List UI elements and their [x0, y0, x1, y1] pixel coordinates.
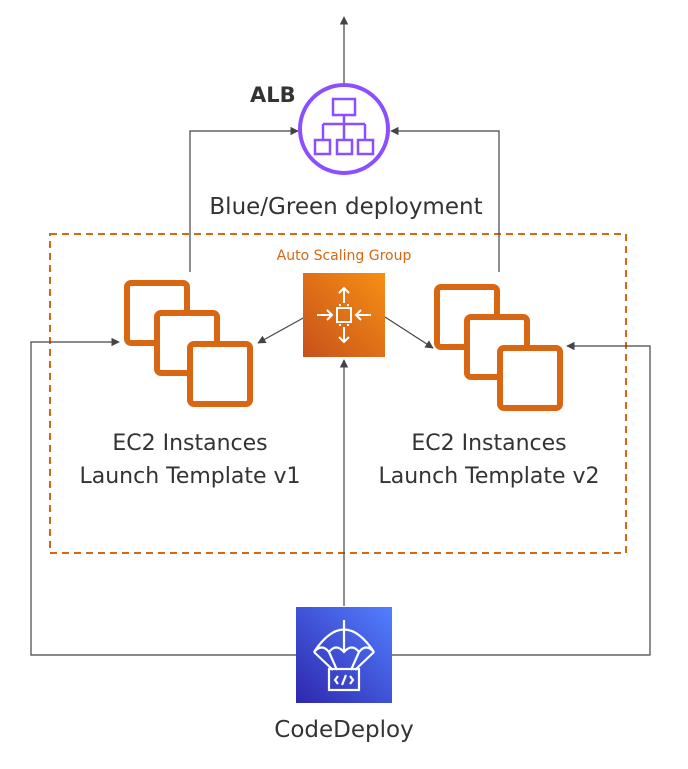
ec2-right-line2: Launch Template v2	[378, 464, 600, 489]
codedeploy-icon[interactable]	[296, 607, 392, 703]
connectors	[30, 16, 651, 656]
deployment-label: Blue/Green deployment	[0, 194, 688, 220]
ec2-right-caption: EC2 Instances Launch Template v2	[340, 427, 638, 493]
codedeploy-to-ec2-left-arrow	[30, 337, 296, 656]
asg-to-ec2-left-arrow	[257, 316, 306, 344]
deployment-label-text: Blue/Green deployment	[209, 194, 483, 220]
asg-label: Auto Scaling Group	[276, 248, 412, 264]
codedeploy-to-ec2-right-arrow	[392, 341, 651, 656]
alb-label: ALB	[250, 83, 296, 107]
ec2-instances-right-icon[interactable]	[434, 284, 563, 411]
ec2-instances-left-icon[interactable]	[124, 280, 253, 407]
ec2-left-to-alb-arrow	[189, 126, 299, 272]
ec2-left-caption: EC2 Instances Launch Template v1	[40, 427, 340, 493]
alb-icon[interactable]	[298, 83, 390, 175]
asg-boundary	[49, 233, 627, 554]
auto-scaling-icon[interactable]	[303, 273, 385, 357]
ec2-right-line1: EC2 Instances	[411, 431, 567, 456]
asg-to-ec2-right-arrow	[384, 316, 434, 349]
ec2-right-to-alb-arrow	[390, 126, 500, 272]
codedeploy-label: CodeDeploy	[274, 717, 414, 743]
ec2-left-line1: EC2 Instances	[112, 431, 268, 456]
ec2-left-line2: Launch Template v1	[79, 464, 301, 489]
